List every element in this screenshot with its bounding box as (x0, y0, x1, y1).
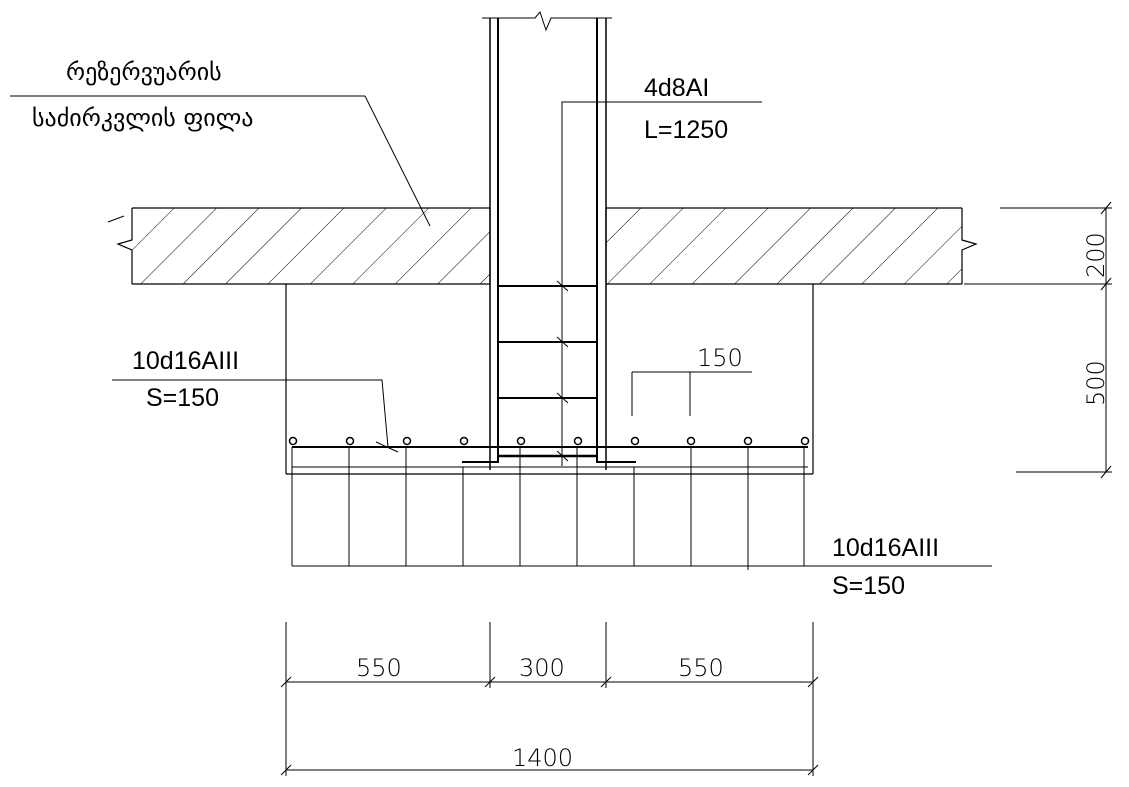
footing-outline (285, 284, 814, 475)
dim-footing-height: 500 (1082, 360, 1110, 406)
column-rebar-spec: 4d8AI (644, 74, 709, 102)
rebar-dot (345, 436, 355, 446)
top-rebar-leader (112, 379, 389, 448)
slab-label-leader-diag (364, 95, 431, 227)
rebar-bars (288, 436, 810, 446)
rebar-dot (516, 436, 526, 446)
dim-slab-thickness: 200 (1082, 232, 1110, 278)
slab-label-line2: საძირკვლის ფილა (32, 104, 253, 132)
column (462, 10, 636, 470)
rebar-dot (459, 436, 469, 446)
rebar-dot (288, 436, 298, 446)
slab-right (605, 207, 978, 285)
dim-total: 1400 (512, 744, 573, 772)
rebar-dot (800, 436, 810, 446)
rebar-dot (402, 436, 412, 446)
dim-left: 550 (356, 654, 402, 682)
bottom-rebar-leaders (291, 447, 992, 570)
column-rebar-leader (561, 101, 762, 466)
top-rebar-spacing: S=150 (146, 384, 219, 412)
rebar-dot (630, 436, 640, 446)
slab-left (107, 207, 491, 285)
slab-label-line1: რეზერვუარის (66, 58, 222, 86)
column-rebar-length: L=1250 (644, 116, 728, 144)
bottom-rebar-spacing: S=150 (832, 572, 905, 600)
top-rebar-spec: 10d16AIII (132, 347, 239, 375)
rebar-dot (573, 436, 583, 446)
vertical-dimensions (964, 201, 1112, 479)
horizontal-dimensions (280, 622, 819, 776)
rebar-dot (743, 436, 753, 446)
spacing-dimension (631, 371, 752, 416)
dim-column: 300 (519, 654, 565, 682)
dim-right: 550 (678, 654, 724, 682)
bottom-rebar-spec: 10d16AIII (832, 534, 939, 562)
spacing-dim-text: 150 (697, 344, 743, 372)
rebar-dot (686, 436, 696, 446)
